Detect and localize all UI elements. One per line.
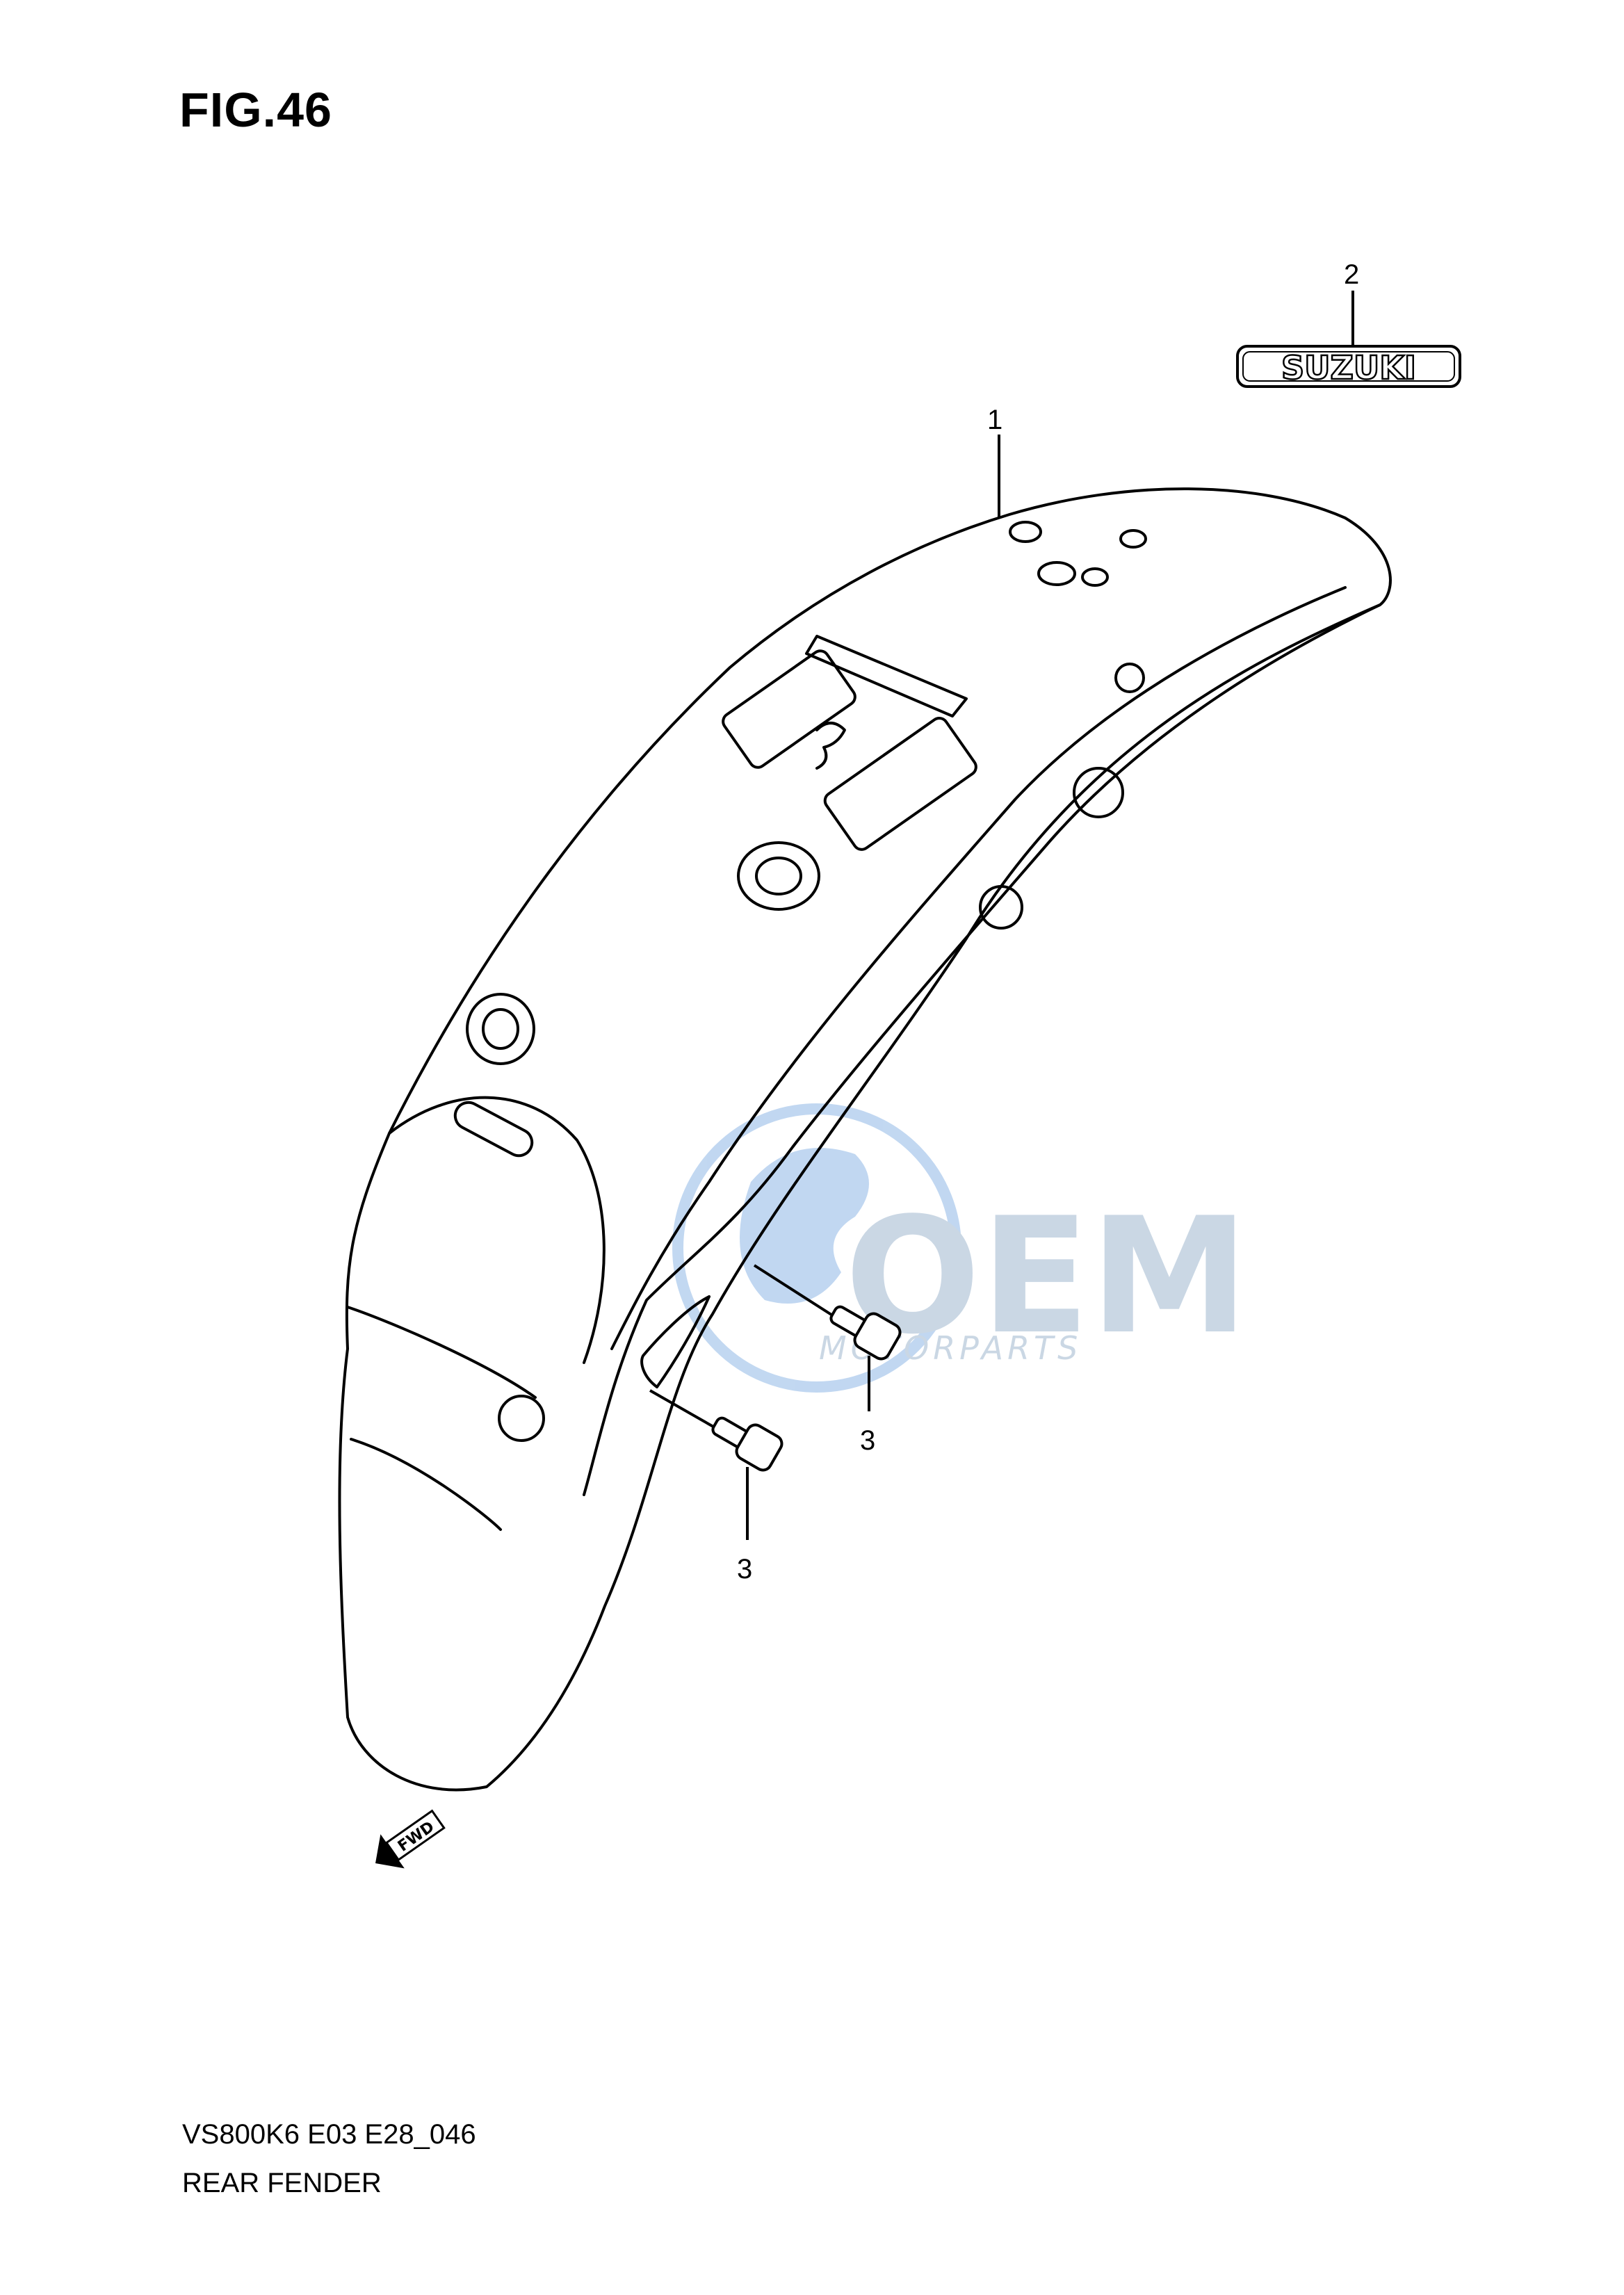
- figure-title: FIG.46: [179, 83, 332, 137]
- callout-1: 1: [987, 405, 1002, 435]
- watermark-globe: [672, 1103, 961, 1393]
- forward-arrow-icon: FWD: [375, 1809, 446, 1869]
- callout-2: 2: [1344, 259, 1359, 290]
- section-name: REAR FENDER: [182, 2168, 382, 2198]
- emblem-text: SUZUKI: [1281, 349, 1416, 387]
- model-code: VS800K6 E03 E28_046: [182, 2119, 476, 2150]
- part-2-emblem: SUZUKI: [1236, 291, 1461, 388]
- part-3-bolt-lower: [649, 1389, 783, 1540]
- watermark: OEM MOTORPARTS: [672, 1103, 1249, 1393]
- callout-3-upper: 3: [860, 1425, 875, 1456]
- watermark-logo: OEM: [845, 1184, 1249, 1370]
- callouts: 1 2 3 3: [737, 259, 1359, 1584]
- part-1-rear-fender: [338, 487, 1392, 1792]
- callout-3-lower: 3: [737, 1554, 752, 1584]
- part-3-bolt-upper: [753, 1264, 902, 1411]
